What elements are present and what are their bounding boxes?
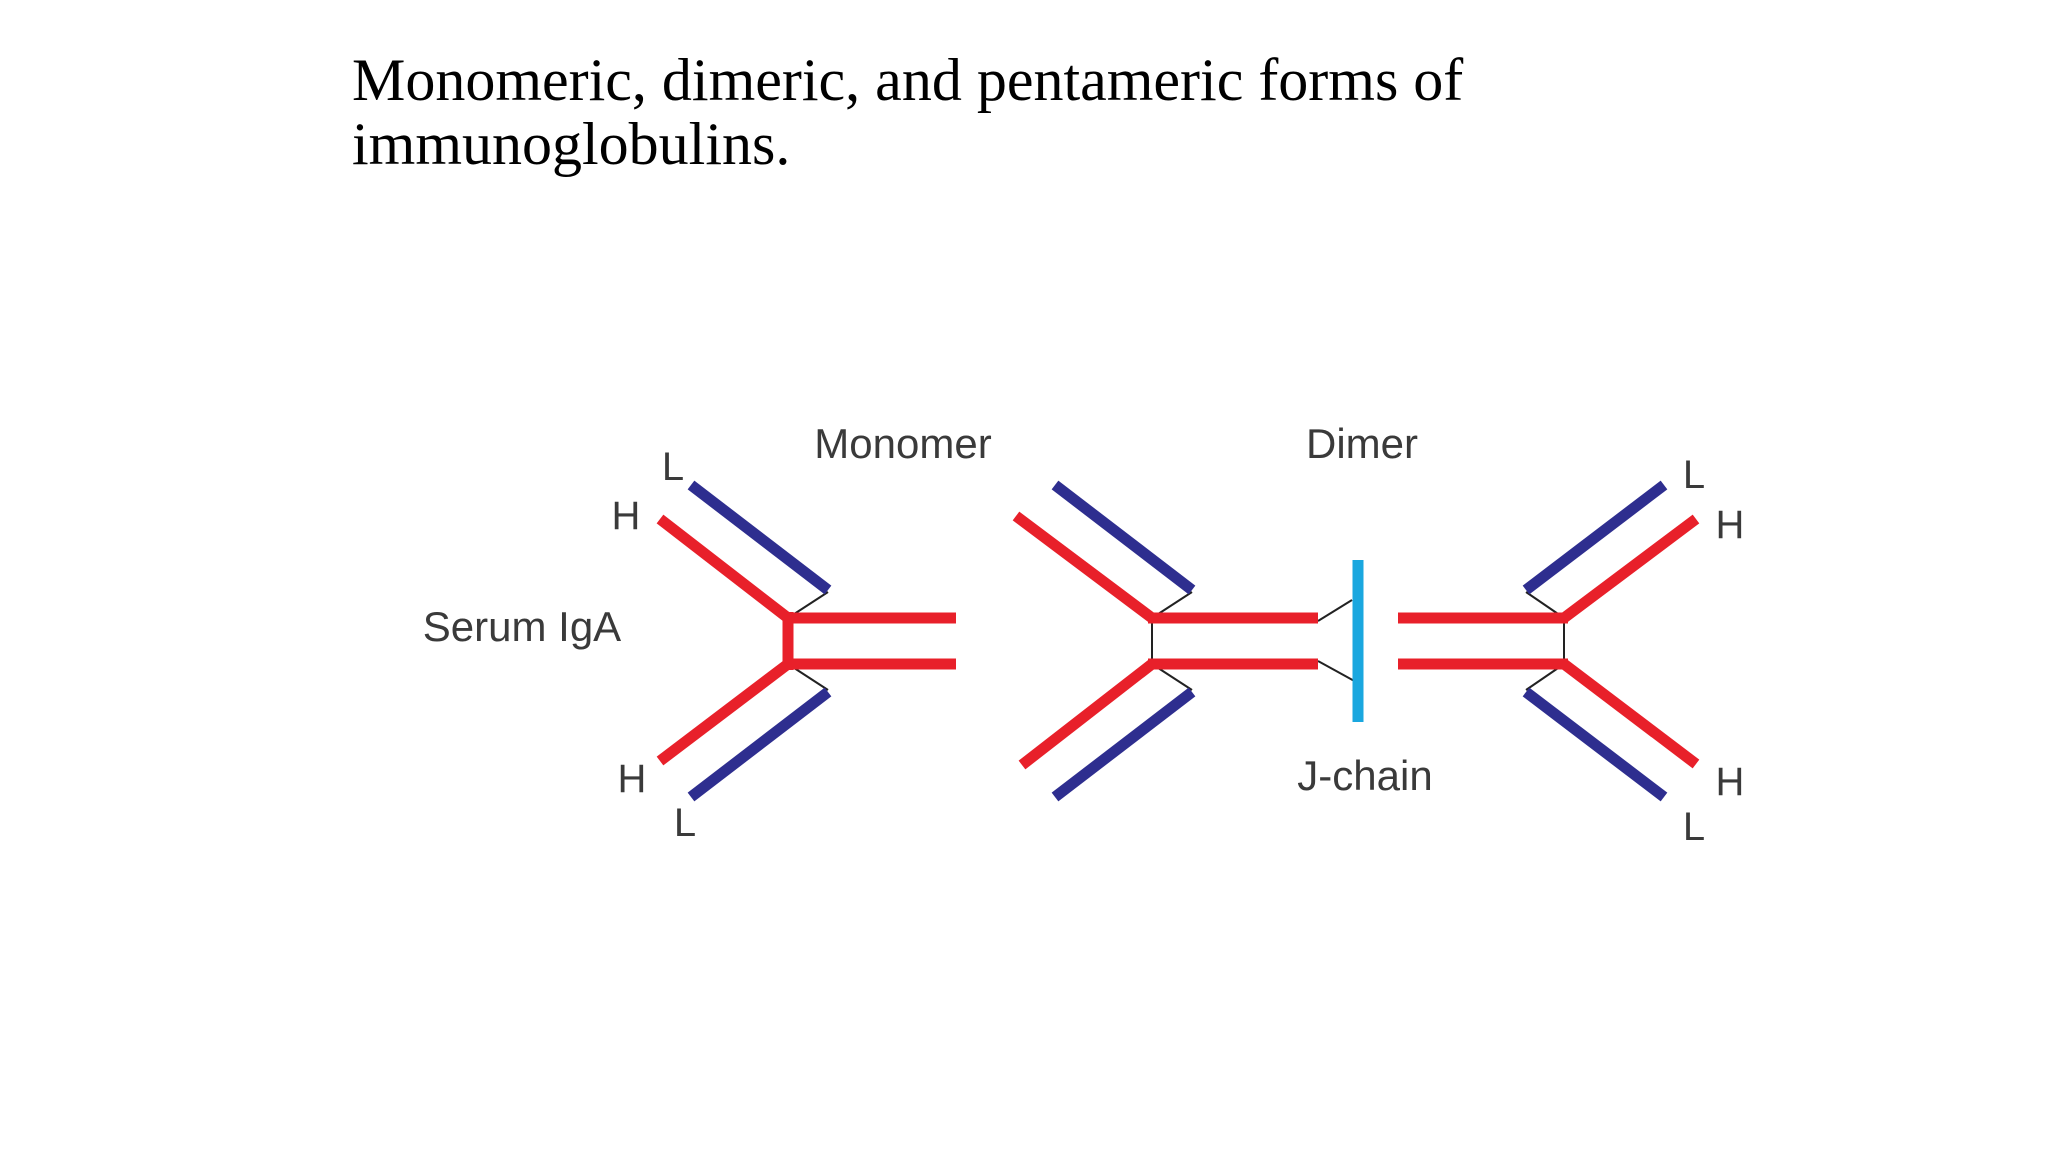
dimer-left-disulfide-bonds [1151, 591, 1359, 691]
dimer-right-disulfide-bonds [1525, 591, 1565, 691]
light-chain-label-right-top: L [1683, 453, 1705, 497]
heavy-chain-label-left-bottom: H [618, 757, 647, 801]
dimer-left-heavy-chains [1012, 511, 1318, 770]
dimer-label: Dimer [1306, 420, 1418, 467]
monomer-disulfide-bonds [787, 591, 829, 691]
dimer-left-light-chains [1051, 480, 1196, 802]
serum-iga-label: Serum IgA [423, 603, 621, 650]
light-chain-label-left-top: L [662, 445, 684, 489]
dimer-right-heavy-chains [1398, 514, 1700, 769]
heavy-chain-label-right-top: H [1716, 503, 1745, 547]
dimer-right-light-chains [1522, 480, 1668, 802]
j-chain-label: J-chain [1297, 752, 1432, 799]
heavy-chain-label-right-bottom: H [1716, 760, 1745, 804]
monomer-label: Monomer [814, 420, 991, 467]
heavy-chain-label-left-top: H [612, 494, 641, 538]
dimer-left-unit [1012, 480, 1359, 802]
monomer-light-chains [687, 480, 832, 802]
slide-title-line-2: immunoglobulins. [352, 111, 791, 177]
slide-title-line-1: Monomeric, dimeric, and pentameric forms… [352, 47, 1464, 113]
slide-title: Monomeric, dimeric, and pentameric forms… [352, 48, 1752, 176]
light-chain-label-left-bottom: L [674, 801, 696, 845]
dimer-right-unit [1398, 480, 1700, 802]
light-chain-label-right-bottom: L [1683, 805, 1705, 849]
monomer-heavy-chains [656, 514, 956, 766]
monomer-molecule [656, 480, 956, 802]
diagram-labels: Monomer Dimer Serum IgA J-chain H L H L … [423, 420, 1745, 849]
